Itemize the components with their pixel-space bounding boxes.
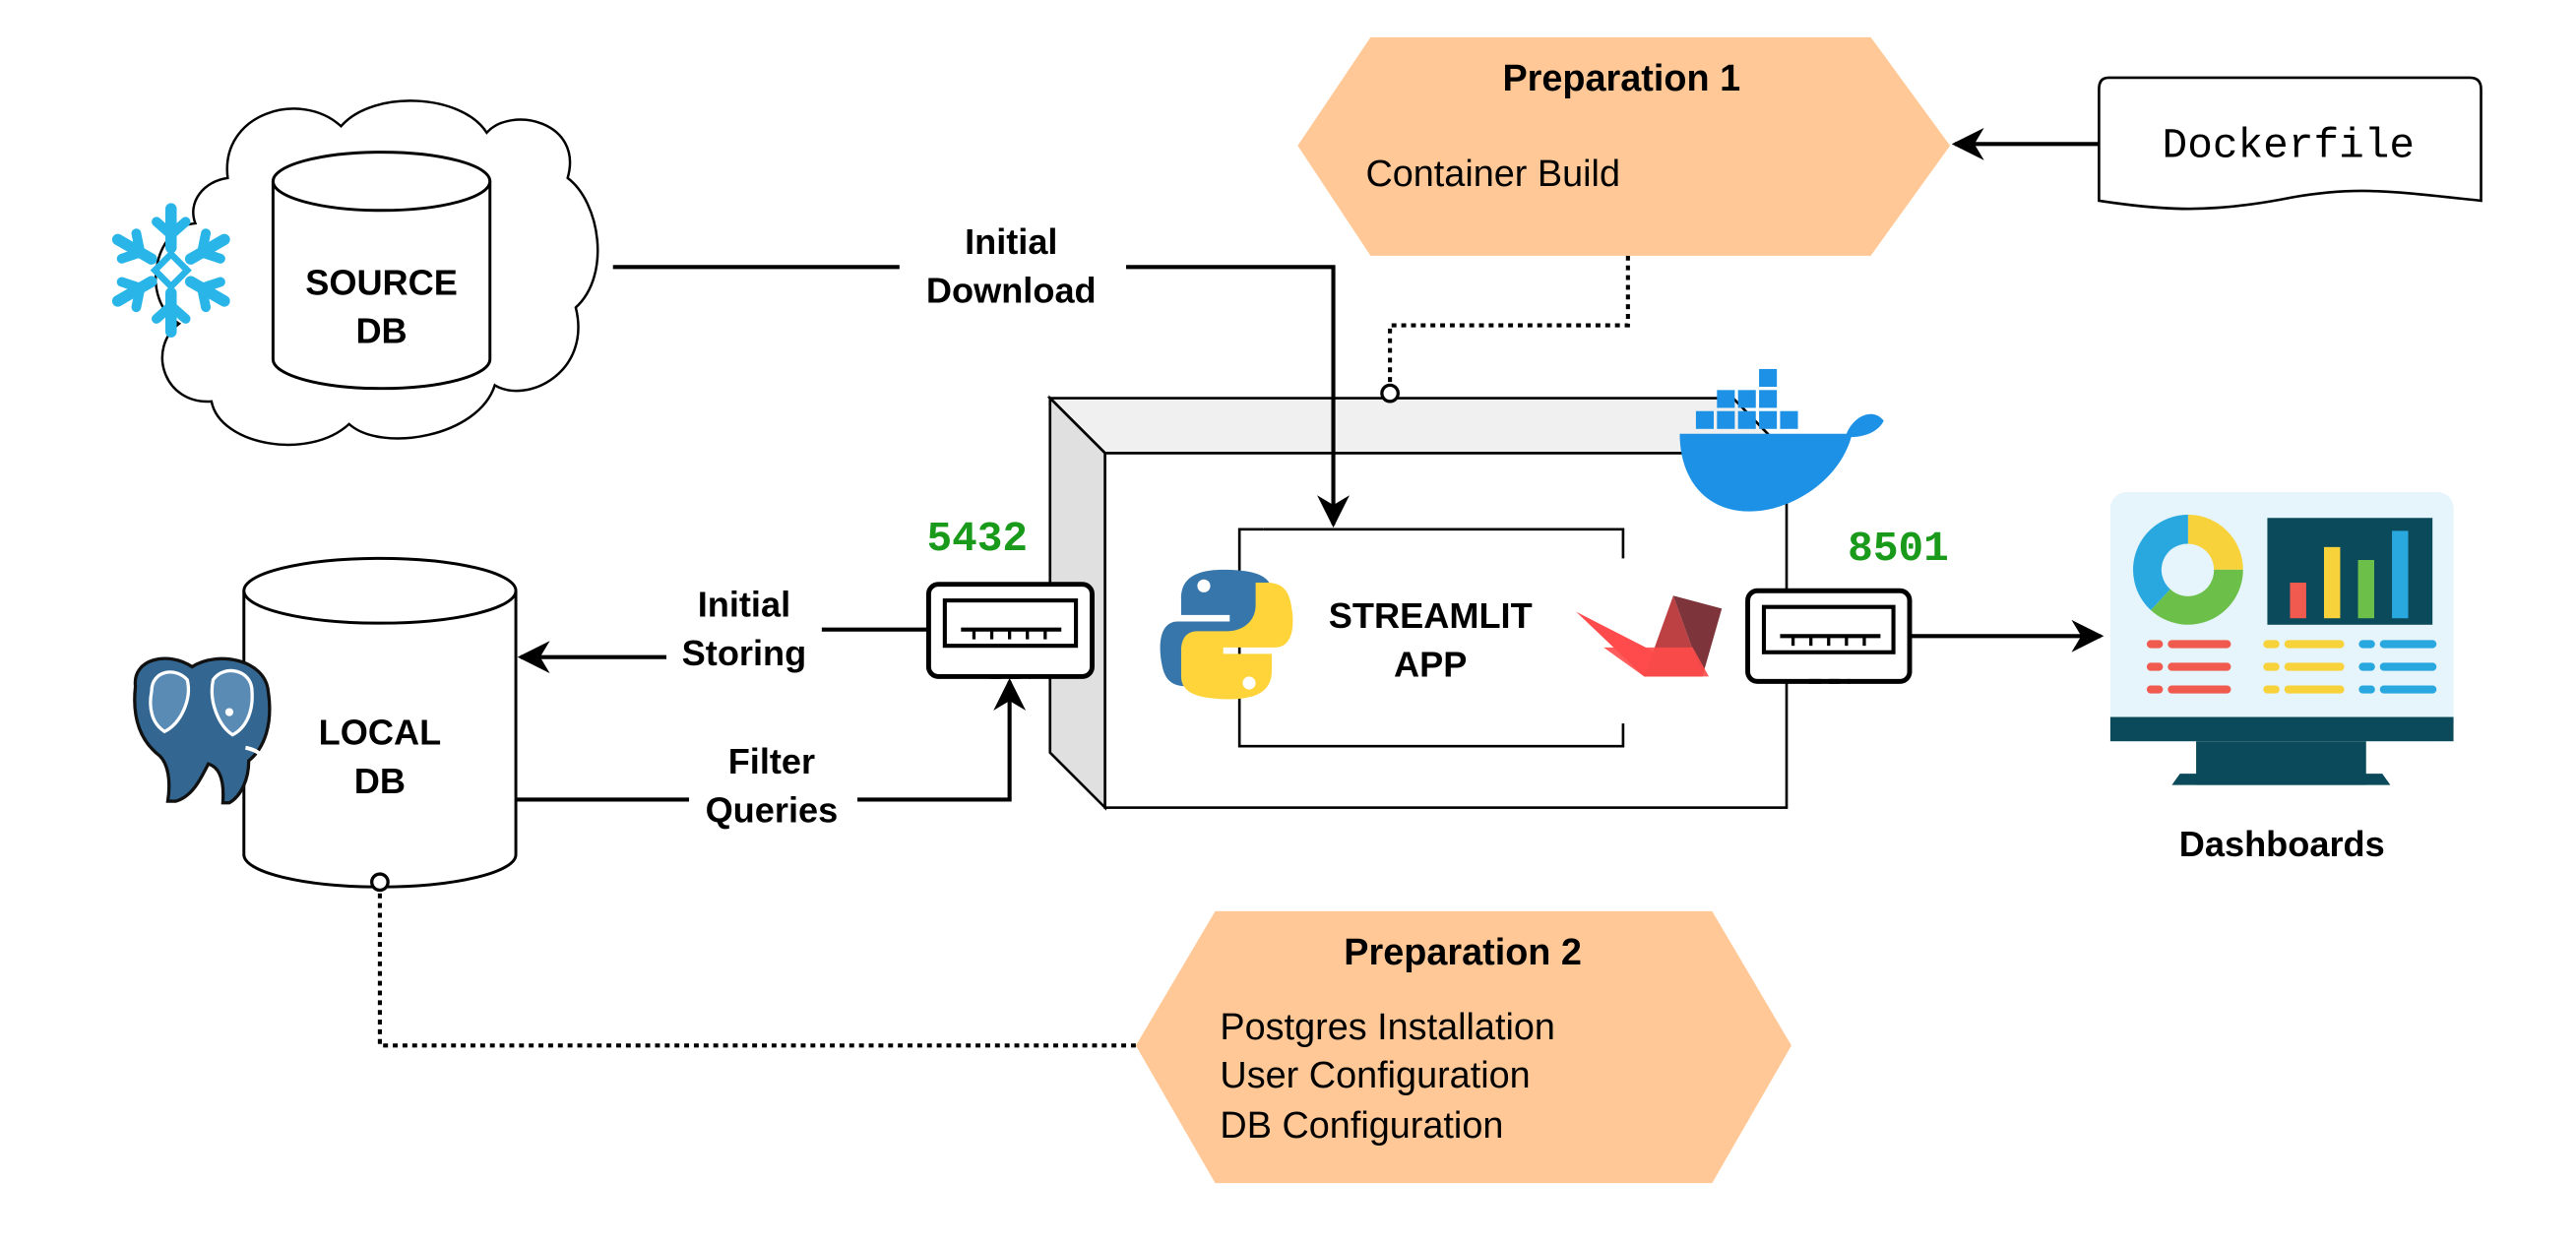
- list-lines-icon: [2146, 640, 2437, 694]
- source-db-label-line-2: DB: [355, 311, 407, 351]
- streamlit-app-label-line-2: APP: [1394, 644, 1467, 684]
- local-db-label-line-1: LOCAL: [319, 712, 442, 752]
- preparation-2-item-3: DB Configuration: [1220, 1105, 1503, 1147]
- edge-initial-storing: Initial Storing: [517, 578, 927, 679]
- snowflake-icon: [111, 203, 230, 338]
- local-db-label-line-2: DB: [354, 761, 406, 801]
- edge-initial-download: Initial Download: [612, 214, 1350, 528]
- preparation-1-title: Preparation 1: [1502, 58, 1740, 99]
- edge-label-initial-download-2: Download: [926, 271, 1097, 311]
- bar-chart-icon: [2267, 518, 2433, 625]
- dockerfile-label: Dockerfile: [2163, 122, 2416, 170]
- edge-preparation-2-to-local-db: [370, 872, 1136, 1048]
- preparation-1-hexagon: Preparation 1 Container Build: [1297, 36, 1951, 256]
- port-label-5432: 5432: [926, 515, 1028, 563]
- preparation-2-hexagon: Preparation 2 Postgres Installation User…: [1135, 910, 1791, 1184]
- preparation-2-item-2: User Configuration: [1220, 1055, 1530, 1096]
- edge-label-initial-download-1: Initial: [965, 221, 1057, 262]
- source-db-label-line-1: SOURCE: [305, 262, 458, 302]
- edge-label-filter-queries-2: Queries: [706, 789, 839, 830]
- docker-whale-icon: [1679, 368, 1884, 512]
- postgres-elephant-icon: [133, 656, 272, 805]
- dockerfile-document: Dockerfile: [2098, 76, 2482, 211]
- edge-filter-queries: Filter Queries: [516, 678, 1027, 836]
- streamlit-crown-icon: [1576, 595, 1723, 677]
- dashboard-monitor-icon: [2109, 491, 2454, 785]
- source-db-cloud: SOURCE DB: [154, 99, 599, 447]
- edge-label-initial-storing-2: Storing: [682, 633, 807, 673]
- streamlit-app-label-line-1: STREAMLIT: [1329, 595, 1533, 636]
- streamlit-app-frame: STREAMLIT APP: [1237, 528, 1625, 748]
- source-db-cylinder: [271, 151, 492, 391]
- port-label-8501: 8501: [1848, 525, 1949, 573]
- donut-chart-icon: [2133, 514, 2243, 625]
- ethernet-port-8501: 8501: [1745, 525, 1949, 684]
- edge-label-initial-storing-1: Initial: [698, 585, 790, 625]
- preparation-2-item-1: Postgres Installation: [1220, 1007, 1555, 1048]
- preparation-1-item-1: Container Build: [1365, 154, 1620, 195]
- python-icon: [1160, 569, 1293, 700]
- edge-label-filter-queries-1: Filter: [728, 741, 815, 781]
- edge-preparation-1-to-container: [1380, 255, 1630, 404]
- local-db-cylinder: LOCAL DB: [242, 556, 518, 889]
- dashboards-label: Dashboards: [2179, 824, 2385, 864]
- ethernet-port-5432: 5432: [925, 515, 1095, 679]
- preparation-2-title: Preparation 2: [1344, 932, 1582, 973]
